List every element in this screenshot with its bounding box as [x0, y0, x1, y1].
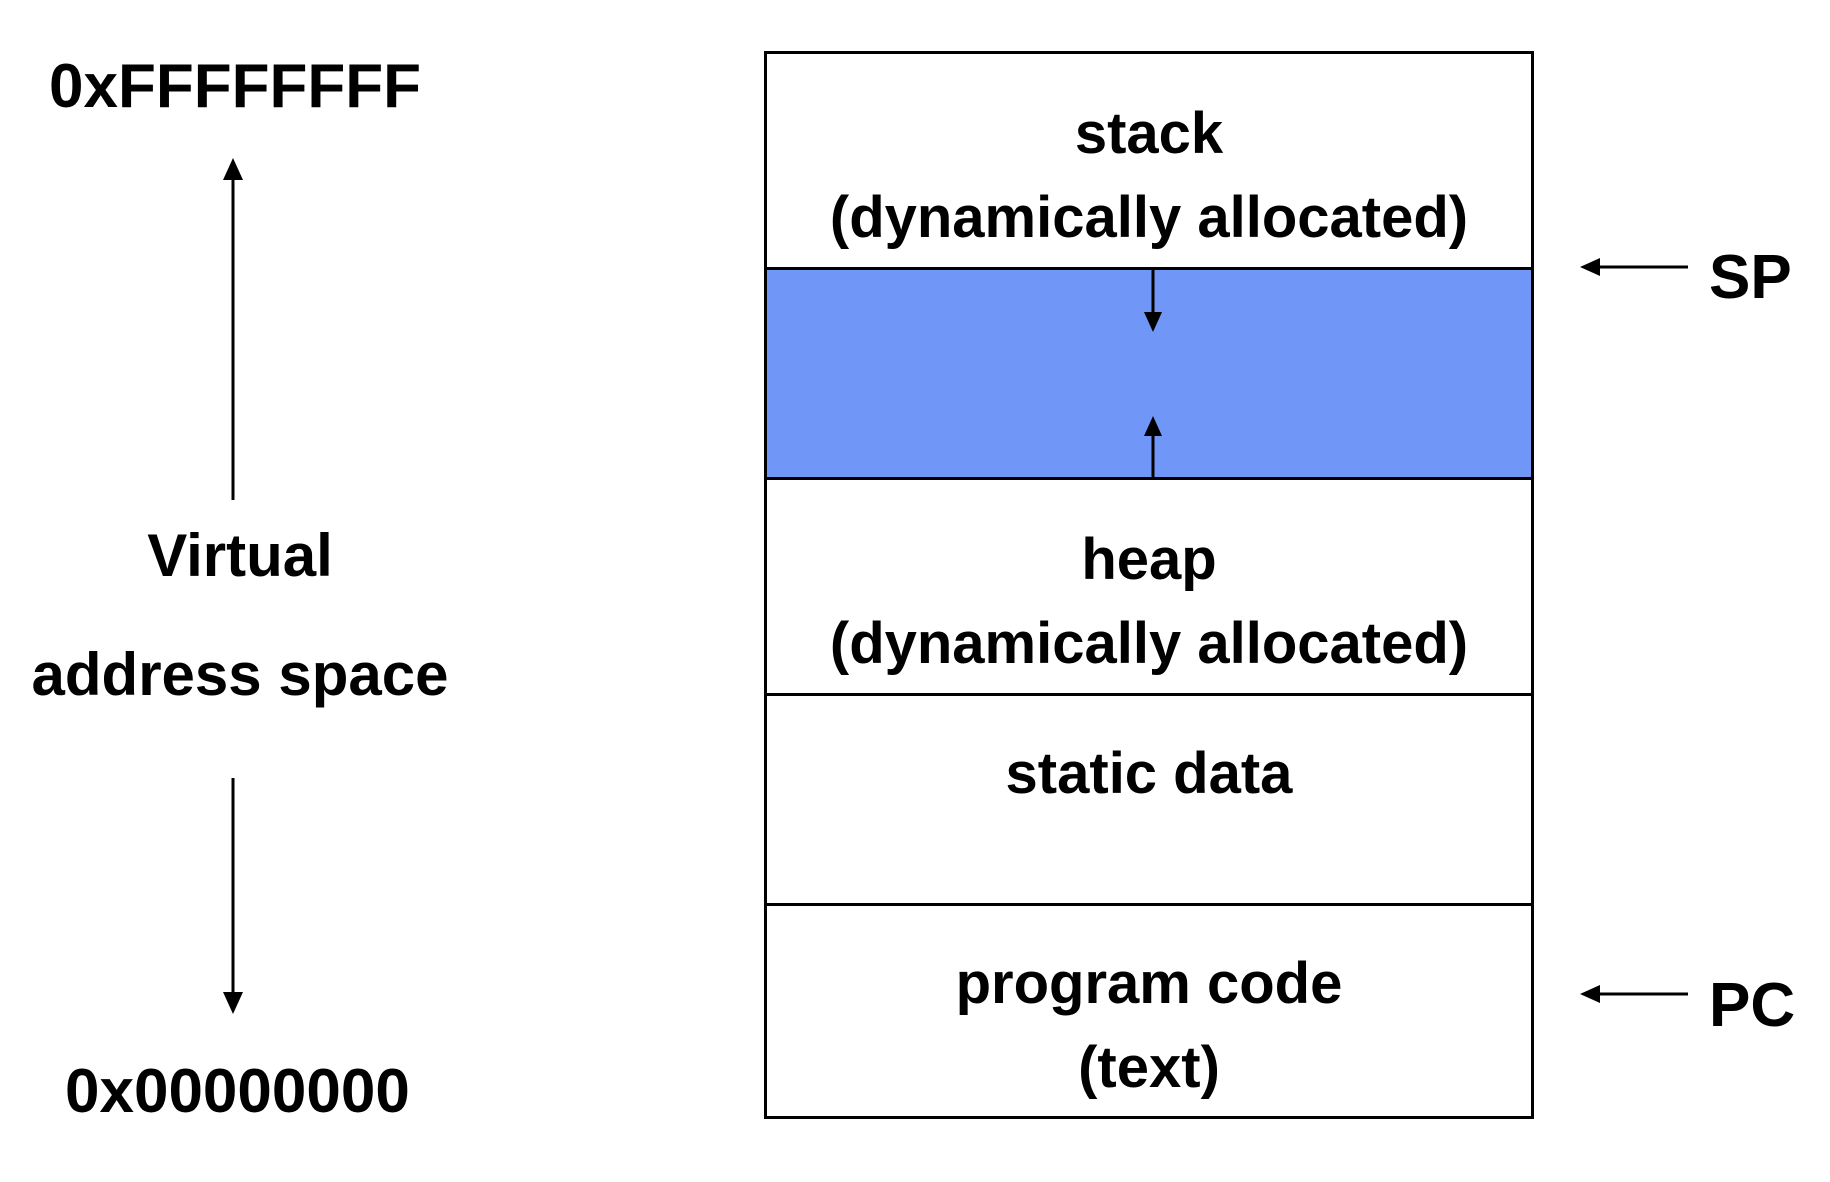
address-top-label: 0xFFFFFFFF: [49, 52, 421, 121]
static-data-segment: static data: [767, 693, 1531, 906]
virtual-label: Virtual: [147, 522, 333, 589]
program-code-subtitle: (text): [1078, 1035, 1220, 1100]
stack-subtitle: (dynamically allocated): [829, 185, 1469, 250]
arrow-down-icon: [223, 778, 243, 1014]
static-data-title: static data: [1005, 741, 1293, 806]
pc-label: PC: [1709, 971, 1796, 1040]
memory-layout: stack (dynamically allocated) heap (dyna…: [764, 51, 1534, 1119]
heap-title: heap: [1081, 527, 1217, 592]
program-code-title: program code: [955, 951, 1343, 1016]
address-space-label: address space: [31, 641, 449, 708]
heap-subtitle: (dynamically allocated): [829, 611, 1469, 676]
sp-label: SP: [1709, 243, 1792, 312]
pc-pointer-arrow-icon: [1580, 985, 1688, 1003]
sp-pointer-arrow-icon: [1580, 258, 1688, 276]
stack-title: stack: [1074, 101, 1224, 166]
program-code-segment: program code (text): [767, 906, 1531, 1119]
free-region: [767, 267, 1531, 480]
address-bottom-label: 0x00000000: [65, 1057, 410, 1126]
heap-segment: heap (dynamically allocated): [767, 480, 1531, 693]
arrow-up-icon: [223, 158, 243, 500]
stack-segment: stack (dynamically allocated): [767, 54, 1531, 267]
